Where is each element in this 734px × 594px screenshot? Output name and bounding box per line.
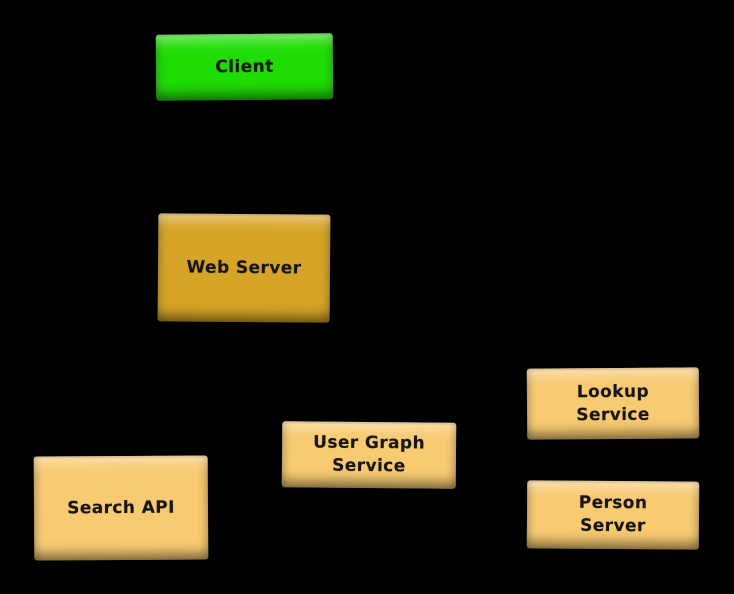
- node-search-api: Search API: [33, 455, 209, 561]
- node-user-graph-service-label: User Graph Service: [313, 432, 426, 477]
- node-person-server: Person Server: [526, 480, 700, 550]
- node-search-api-label: Search API: [67, 497, 175, 518]
- node-client: Client: [155, 33, 334, 101]
- node-web-server-label: Web Server: [186, 257, 302, 278]
- node-web-server: Web Server: [157, 213, 331, 323]
- node-client-label: Client: [215, 56, 274, 77]
- node-lookup-service: Lookup Service: [526, 367, 700, 440]
- node-user-graph-service: User Graph Service: [281, 421, 457, 489]
- node-person-server-label: Person Server: [578, 492, 648, 537]
- node-lookup-service-label: Lookup Service: [576, 381, 650, 425]
